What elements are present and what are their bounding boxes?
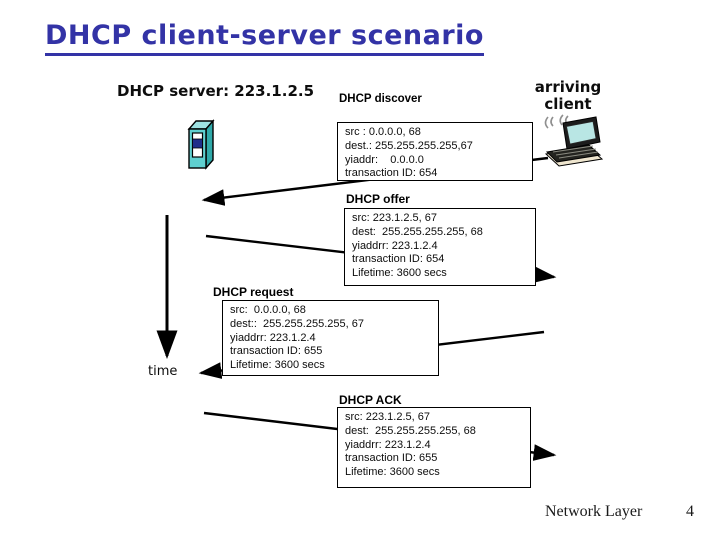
dhcp-discover-box: src : 0.0.0.0, 68 dest.: 255.255.255.255…	[337, 122, 533, 181]
dhcp-offer-box: src: 223.1.2.5, 67 dest: 255.255.255.255…	[344, 208, 536, 286]
packet-field: transaction ID: 655	[230, 345, 323, 358]
packet-field: Lifetime: 3600 secs	[230, 359, 325, 372]
footer-page-number: 4	[686, 503, 694, 520]
packet-field: src : 0.0.0.0, 68	[345, 126, 421, 138]
arriving-client-label: arriving client	[523, 79, 613, 113]
packet-field: transaction ID: 654	[352, 253, 445, 266]
dhcp-offer-label: DHCP offer	[346, 192, 410, 206]
packet-field: Lifetime: 3600 secs	[352, 267, 447, 280]
laptop-icon	[544, 114, 604, 167]
dhcp-ack-box: src: 223.1.2.5, 67 dest: 255.255.255.255…	[337, 407, 531, 488]
page-title: DHCP client-server scenario	[45, 20, 484, 57]
packet-field: dest: 255.255.255.255, 68	[352, 225, 483, 238]
dhcp-request-box: src: 0.0.0.0, 68 dest:: 255.255.255.255,…	[222, 300, 439, 376]
packet-field: dest.: 255.255.255.255,67	[345, 139, 473, 152]
packet-field: dest:: 255.255.255.255, 67	[230, 317, 364, 330]
server-tower-icon	[187, 119, 215, 170]
packet-field: yiaddrr: 223.1.2.4	[230, 331, 316, 344]
dhcp-ack-label: DHCP ACK	[339, 393, 402, 407]
arriving-client-label-line2: client	[544, 95, 592, 113]
arriving-client-label-line1: arriving	[534, 78, 602, 96]
packet-field: yiaddrr: 223.1.2.4	[352, 239, 438, 252]
packet-field: Lifetime: 3600 secs	[345, 466, 440, 479]
packet-field: dest: 255.255.255.255, 68	[345, 424, 476, 437]
packet-field: transaction ID: 654	[345, 167, 438, 180]
footer-section-label: Network Layer	[545, 503, 643, 520]
time-axis-label: time	[148, 364, 178, 379]
keyboard-keys	[552, 145, 599, 159]
dhcp-server-label: DHCP server: 223.1.2.5	[117, 82, 315, 100]
packet-field: src: 223.1.2.5, 67	[345, 411, 430, 423]
dhcp-request-label: DHCP request	[213, 285, 294, 299]
packet-field: src: 0.0.0.0, 68	[230, 304, 306, 316]
dhcp-discover-label: DHCP discover	[339, 93, 422, 105]
packet-field: transaction ID: 655	[345, 452, 438, 465]
packet-field: src: 223.1.2.5, 67	[352, 212, 437, 224]
packet-field: yiaddrr: 223.1.2.4	[345, 438, 431, 451]
packet-field: yiaddr: 0.0.0.0	[345, 153, 424, 166]
